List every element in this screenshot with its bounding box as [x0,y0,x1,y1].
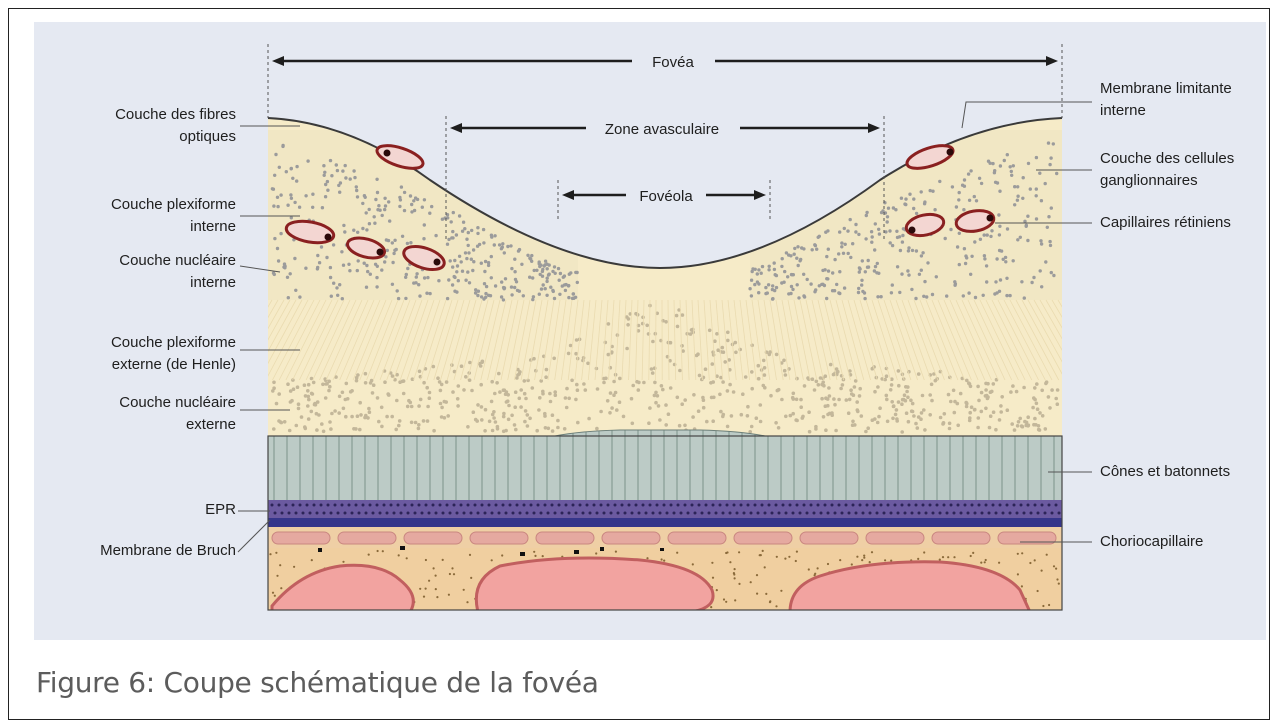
label-epr: EPR [40,499,236,521]
avascular-zone-label: Zone avasculaire [605,121,719,138]
photoreceptor-layer [268,430,1062,502]
label-plexiforme-interne: Couche plexiforme interne [40,194,236,238]
label-fibres-optiques: Couche des fibres optiques [40,104,236,148]
label-choriocapillaire: Choriocapillaire [1100,531,1270,553]
label-nucleaire-externe: Couche nucléaire externe [40,392,236,436]
label-membrane-bruch: Membrane de Bruch [40,540,236,562]
figure-caption: Figure 6: Coupe schématique de la fovéa [36,666,599,699]
label-capillaires: Capillaires rétiniens [1100,212,1270,234]
label-membrane-limitante: Membrane limitante interne [1100,78,1270,122]
ganglion-band-right [750,130,1062,300]
foveola-dimension-label: Fovéola [639,188,693,205]
label-nucleaire-interne: Couche nucléaire interne [40,250,236,294]
epr-layer [268,500,1062,518]
label-plexiforme-externe: Couche plexiforme externe (de Henle) [40,332,236,376]
fovea-dimension-label: Fovéa [652,54,694,71]
ganglion-band-left [268,130,578,300]
label-cones-batonnets: Cônes et batonnets [1100,461,1270,483]
bruch-membrane [268,518,1062,527]
label-cellules-ganglionnaires: Couche des cellules ganglionnaires [1100,148,1270,192]
